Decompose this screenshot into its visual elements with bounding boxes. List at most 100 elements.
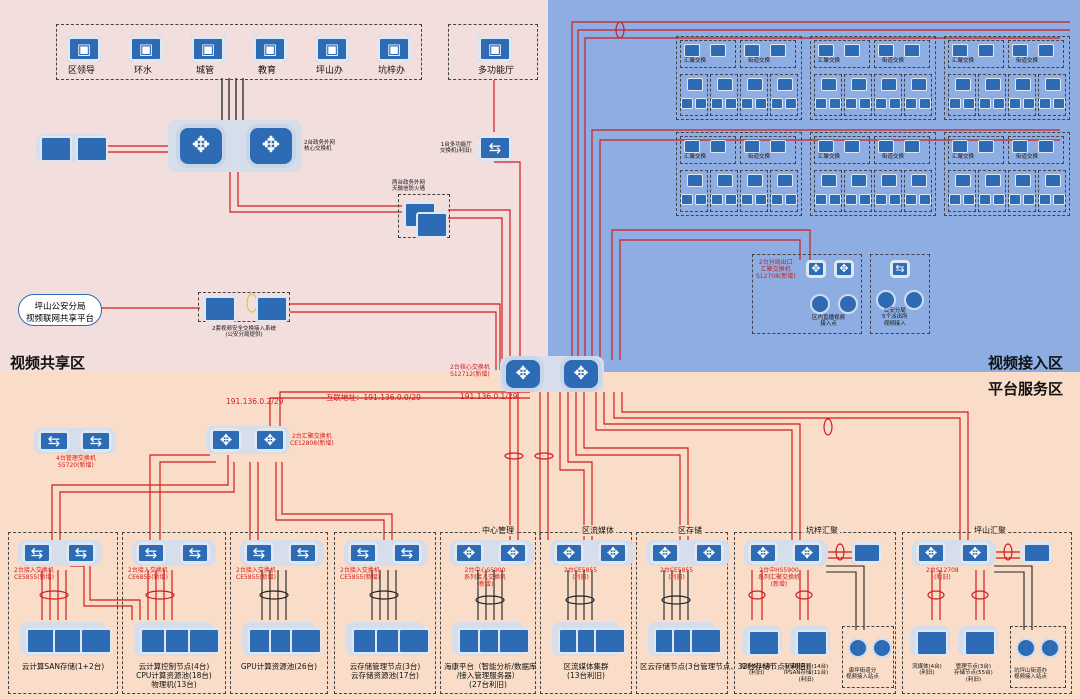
access-site-box [676,132,802,216]
switch-icon [710,44,726,57]
switch-icon: ⇆ [180,542,210,564]
group-name-label: 云存储管理节点(3台) 云存储资源池(17台) [349,662,421,680]
site-switch-box [740,40,796,68]
site-cam-box [740,170,768,212]
router-icon: ✥ [564,360,598,388]
site-cam-box [814,170,842,212]
camera-icon [815,194,827,205]
camera-icon [838,294,858,314]
switch-icon [1022,542,1052,564]
agg-access-box [752,254,862,334]
camera-icon [741,194,753,205]
site-label: 汇聚交换 [818,154,841,160]
group-item-label: 坑坪山街道办 视频接入站点 [1014,668,1048,681]
camera-icon [848,638,868,658]
server-icon [76,136,108,162]
camera-icon [845,194,857,205]
site-label: 街道交换 [1016,154,1039,160]
camera-icon [755,98,767,109]
client-label: 教育 [258,66,277,76]
service-group-box [334,532,436,694]
zone-label-platform: 平台服务区 [988,380,1064,398]
camera-icon [979,194,991,205]
ip-mid: 互联地址：191.136.0.0/29 [326,393,421,402]
router-icon: ✥ [650,542,680,564]
server-icon [398,628,430,654]
router-icon: ✥ [916,542,946,564]
computer-icon: ▣ [478,36,512,62]
site-label: 汇聚交换 [684,58,707,64]
router-icon: ✥ [180,128,222,164]
client-label: 坑梓办 [378,66,406,76]
group-item-label: 存储服务器(14台) IPSAN存储(11台) (利旧) [784,664,829,683]
site-cam-box [740,74,768,116]
camera-icon [905,98,917,109]
agg-sub-label: 区内直播视频 接入点 [812,315,846,328]
site-cam-box [948,74,976,116]
service-group-box [230,532,328,694]
switch-icon [717,174,733,187]
group-item-label: 流媒体(4台) (利旧) [912,664,942,677]
switch-icon [1038,140,1054,153]
zone-label-access: 视频接入区 [988,354,1064,372]
switch-icon [710,140,726,153]
core-switch-label: 2台政务外网 核心交换机 [304,140,335,153]
switch-icon [878,44,894,57]
site-cam-box [1038,170,1066,212]
access-site-box [810,36,936,120]
camera-icon [1039,194,1051,205]
camera-icon [810,294,830,314]
switch-icon [911,174,927,187]
group-switch-label: 2台CE5855 (利旧) [564,567,598,581]
site-cam-box [948,170,976,212]
router-icon: ✥ [598,542,628,564]
server-icon [748,630,780,656]
switch-icon [777,174,793,187]
site-switch-box [814,40,870,68]
server-icon [40,136,72,162]
switch-icon [852,542,882,564]
site-switch-box [948,40,1004,68]
camera-icon [695,194,707,205]
ip-left: 191.136.0.2/29 [226,397,284,406]
site-cam-box [844,170,872,212]
site-switch-box [814,136,870,164]
hall-switch-label: 1台多功能厅 交换机(利旧) [440,142,472,155]
switch-icon: ⇆ [38,430,70,452]
server-icon [594,628,626,654]
firewall-icon [204,296,236,322]
switch-icon [881,78,897,91]
multi-hall-label: 多功能厅 [478,66,515,76]
switch-icon [744,140,760,153]
site-box [1010,626,1066,688]
site-label: 汇聚交换 [818,58,841,64]
camera-icon [711,194,723,205]
group-item-label: 康坪街道分 视频接入站点 [846,668,880,681]
site-cam-box [770,74,798,116]
switch-icon [684,140,700,153]
camera-icon [725,194,737,205]
switch-icon [1012,44,1028,57]
server-icon [53,628,85,654]
service-group-box [8,532,118,694]
site-cam-box [904,74,932,116]
camera-icon [771,98,783,109]
camera-icon [875,194,887,205]
computer-icon: ▣ [129,36,163,62]
camera-icon [993,98,1005,109]
site-label: 街道交换 [1016,58,1039,64]
camera-icon [741,98,753,109]
switch-icon [818,44,834,57]
site-switch-box [874,136,930,164]
group-title: 坑梓汇聚 [804,525,840,536]
site-cam-box [710,170,738,212]
client-label: 坪山办 [316,66,344,76]
switch-icon [978,44,994,57]
firewall-icon [416,212,448,238]
router-icon: ✥ [210,428,242,452]
client-label: 环水 [134,66,153,76]
site-switch-box [874,40,930,68]
switch-icon [881,174,897,187]
camera-icon [1009,194,1021,205]
switch-icon [1045,78,1061,91]
